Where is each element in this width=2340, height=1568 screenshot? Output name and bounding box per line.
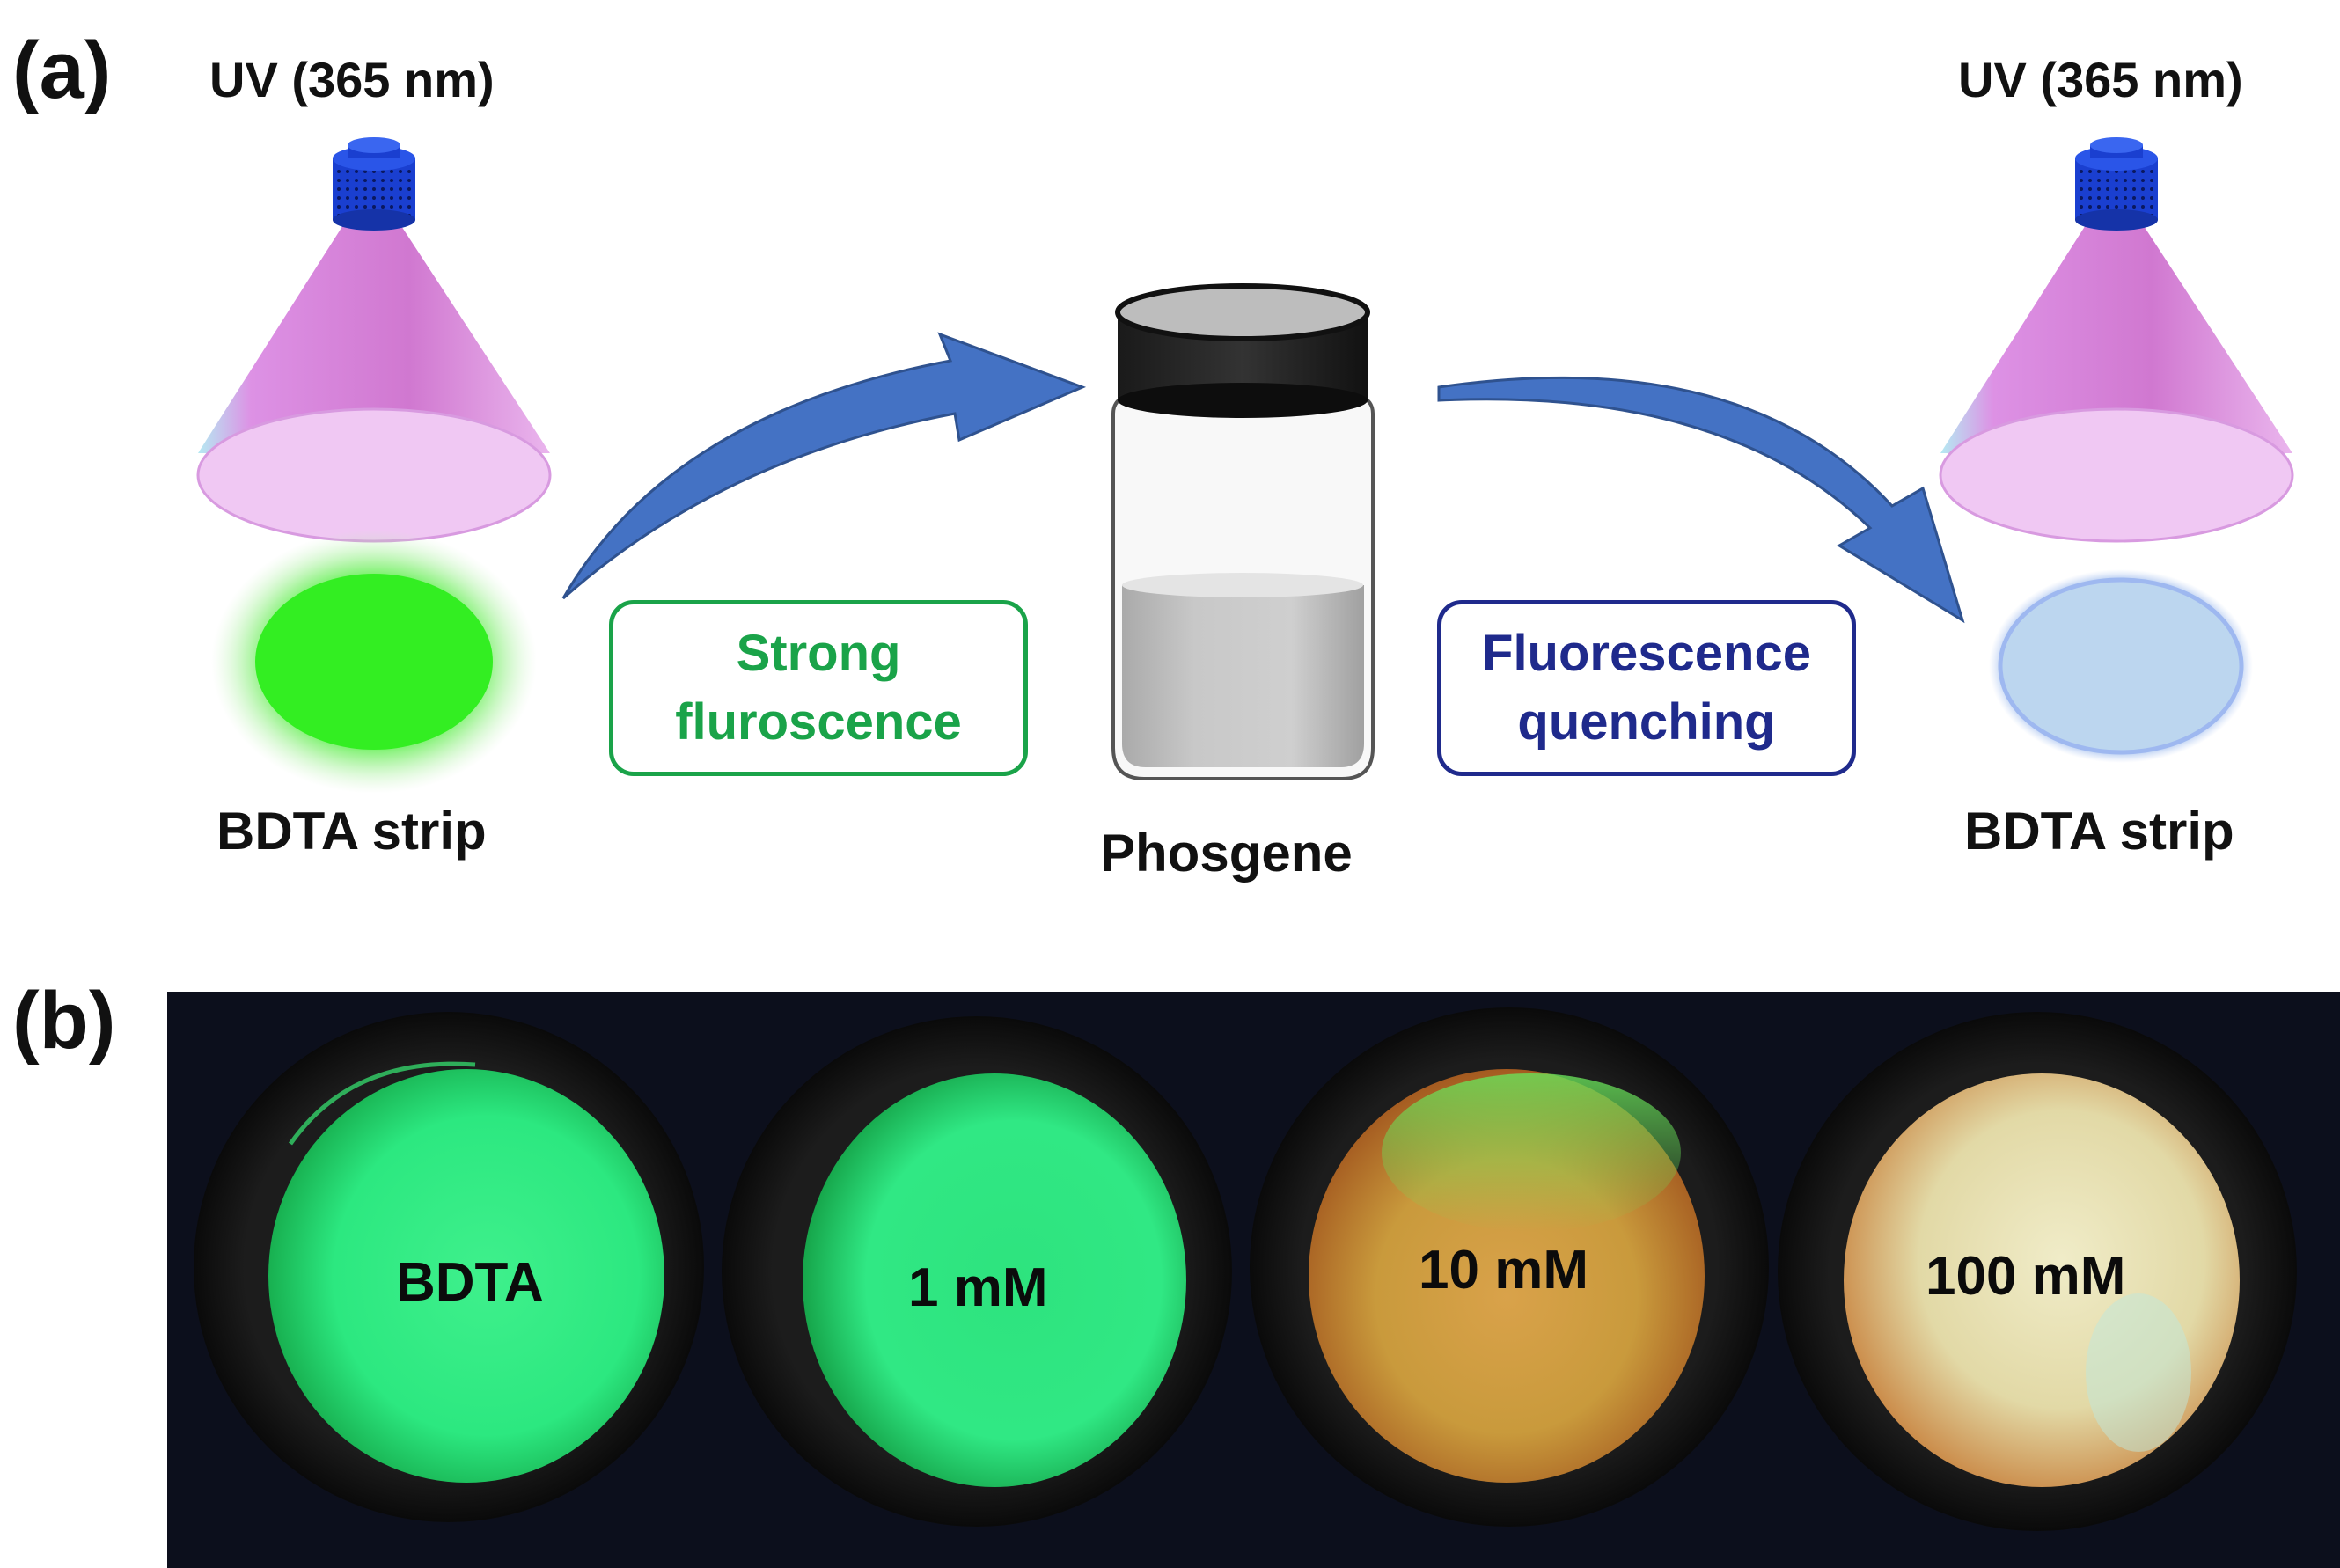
arrow-to-phosgene <box>561 332 1087 600</box>
uv-lamp-left <box>196 137 552 543</box>
sample-label-bdta: BDTA <box>396 1252 544 1313</box>
strip-fluorescent <box>211 530 537 794</box>
phosgene-vial <box>1111 283 1375 780</box>
well-bdta <box>194 1012 704 1522</box>
sample-label-1mm: 1 mM <box>908 1257 1048 1318</box>
box-left-line2: fluroscence <box>675 693 962 751</box>
arrow-from-phosgene <box>1437 376 1965 624</box>
vial-label: Phosgene <box>1100 824 1353 883</box>
strong-fluorescence-box: Strong fluroscence <box>609 600 1028 776</box>
well-10mm <box>1250 1007 1769 1527</box>
strip-label-right: BDTA strip <box>1964 802 2234 861</box>
panel-a-label: (a) <box>12 26 112 115</box>
box-left-line1: Strong <box>736 625 901 682</box>
uv-label-right: UV (365 nm) <box>1958 52 2243 107</box>
panel-b-label: (b) <box>12 976 116 1066</box>
fluorescence-quenching-box: Fluorescence quenching <box>1437 600 1856 776</box>
uv-lamp-right <box>1939 137 2294 543</box>
box-right-line1: Fluorescence <box>1482 625 1811 682</box>
box-right-line2: quenching <box>1517 693 1776 751</box>
sample-label-100mm: 100 mM <box>1926 1246 2126 1307</box>
strip-label-left: BDTA strip <box>216 802 487 861</box>
strip-quenched <box>1989 569 2253 763</box>
well-100mm <box>1778 1012 2297 1531</box>
well-1mm <box>722 1016 1232 1527</box>
uv-label-left: UV (365 nm) <box>209 52 495 107</box>
sample-label-10mm: 10 mM <box>1419 1240 1588 1301</box>
